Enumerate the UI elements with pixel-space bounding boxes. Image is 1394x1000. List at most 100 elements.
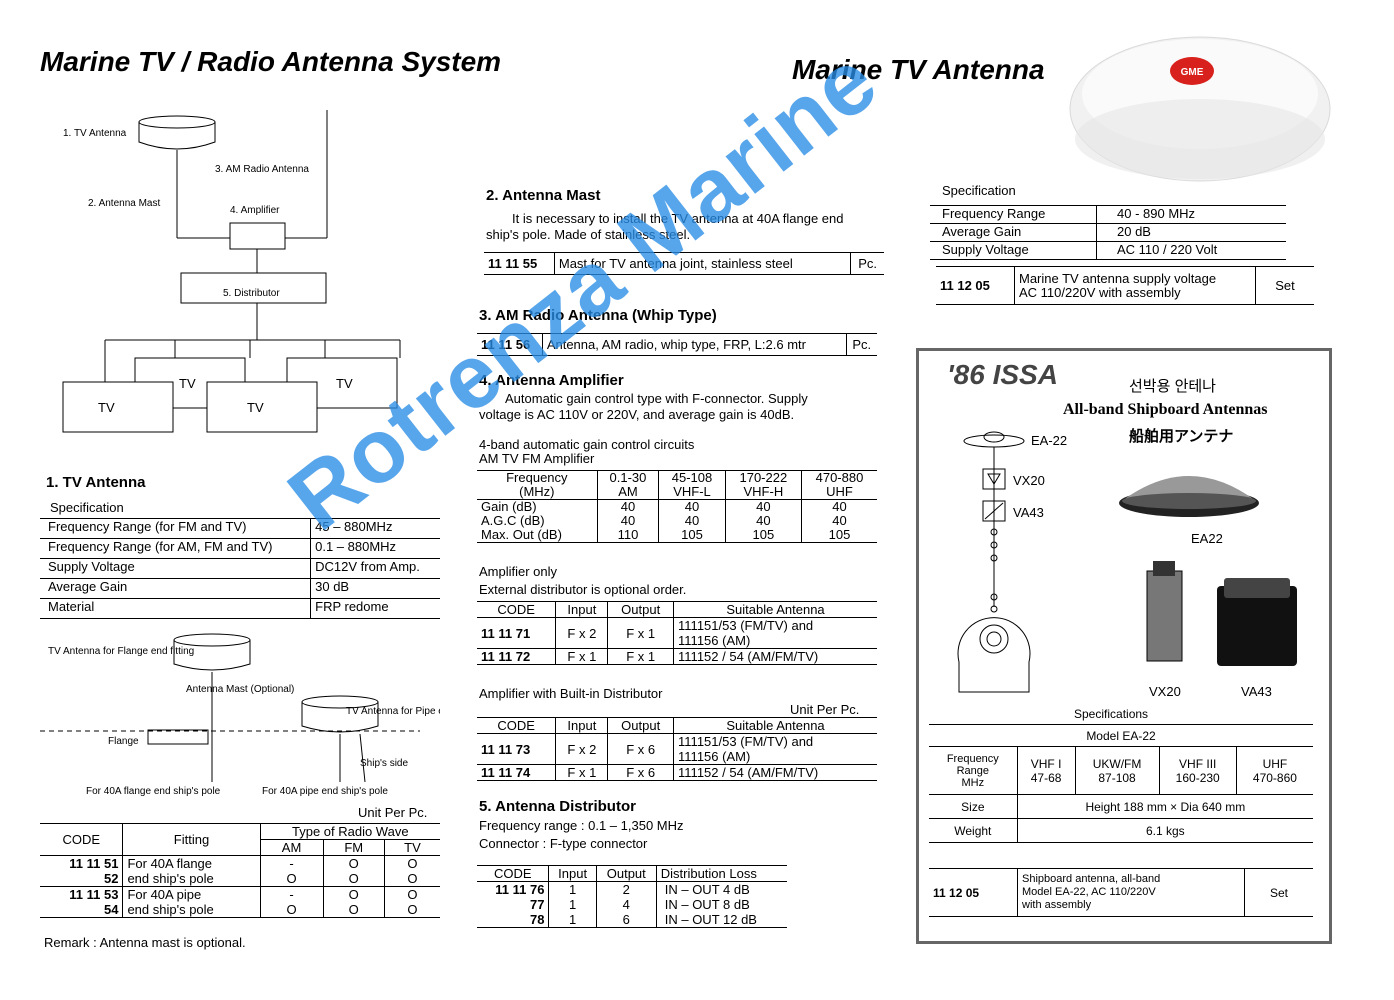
sec1-spec-label: Specification: [50, 500, 124, 515]
issa-va43-caption: VA43: [1241, 684, 1272, 699]
gain: 40: [684, 499, 700, 514]
antenna-line-1: 111151/53 (FM/TV) and: [678, 618, 814, 633]
amp-code: 11 11 72: [477, 648, 557, 665]
amp-input: F x 2: [555, 733, 609, 765]
sec3-unit: Pc.: [852, 337, 872, 352]
mark: O: [407, 887, 418, 902]
max-out: 105: [681, 527, 703, 542]
freq-h1b: (MHz): [519, 484, 555, 499]
sec3-code: 11 11 56: [477, 333, 543, 356]
issa-ea22-label: EA-22: [1031, 433, 1067, 448]
right-spec-label: Specification: [942, 183, 1016, 198]
freq-row-label: Gain (dB): [481, 499, 537, 514]
code-line-2: 52: [103, 871, 119, 886]
gain: 40: [832, 499, 847, 514]
right-code-table: 11 12 05 Marine TV antenna supply voltag…: [936, 266, 1314, 305]
fitting-line-1: For 40A flange: [127, 856, 213, 871]
issa-amp-images: [1146, 561, 1297, 666]
with-distributor: Amplifier with Built-in Distributor: [479, 686, 663, 701]
amp-code: 11 11 74: [477, 764, 557, 781]
freq-range: 470-880: [815, 470, 864, 485]
band-name: VHF I: [1030, 756, 1062, 771]
antenna-line-1: 111152 / 54 (AM/FM/TV): [678, 649, 819, 664]
sec2-unit: Pc.: [858, 256, 877, 271]
sec2-body-1: It is necessary to install the TV antenn…: [512, 211, 844, 226]
amp-th: CODE: [477, 601, 557, 618]
freq-h1: Frequency: [506, 470, 568, 485]
spec-key: Supply Voltage: [40, 558, 312, 579]
dist-th: Output: [596, 865, 657, 882]
fitting-line-2: end ship's pole: [127, 902, 214, 917]
amp-input: F x 2: [555, 617, 609, 649]
th-fitting: Fitting: [122, 823, 261, 856]
right-spec-value: AC 110 / 220 Volt: [1096, 241, 1286, 260]
antenna-line-2: 111156 (AM): [678, 633, 751, 648]
max-out: 105: [828, 527, 851, 542]
pipe-fitting-label: TV Antenna for Pipe end fitting: [346, 706, 440, 717]
spec-row: Frequency Range (for FM and TV)45 – 880M…: [40, 518, 440, 539]
th-am: AM: [260, 839, 324, 856]
row-am: -O: [260, 886, 324, 918]
right-spec-key: Average Gain: [930, 223, 1097, 242]
mark: O: [407, 856, 418, 871]
antenna-line-1: 111152 / 54 (AM/FM/TV): [678, 765, 819, 780]
sec2-body-2: ship's pole. Made of stainless steel.: [486, 227, 691, 242]
spec-value: 45 – 880MHz: [310, 518, 440, 539]
caption-pipe: For 40A pipe end ship's pole: [262, 786, 388, 797]
amp-th: Input: [555, 717, 609, 734]
label-am-radio: 3. AM Radio Antenna: [215, 164, 309, 175]
th-type: Type of Radio Wave: [260, 823, 440, 840]
spec-value: FRP redome: [310, 598, 440, 619]
amp-input: F x 1: [555, 648, 609, 665]
band-name: UHF: [1262, 756, 1288, 771]
band-name: UKW/FM: [1092, 756, 1142, 771]
flange-fitting-label: TV Antenna for Flange end fitting: [48, 646, 194, 657]
issa-ea22-caption: EA22: [1191, 531, 1223, 546]
fitting-line-2: end ship's pole: [127, 871, 214, 886]
sec5-freq: Frequency range : 0.1 – 1,350 MHz: [479, 818, 684, 833]
ship-side-label: Ship's side: [360, 758, 408, 769]
mark: O: [407, 871, 418, 886]
agc: 40: [684, 513, 700, 528]
tv-label: TV: [336, 376, 353, 391]
fitting-line-1: For 40A pipe: [127, 887, 202, 902]
issa-catalog-box: '86 ISSA 선박용 안테나 All-band Shipboard Ante…: [916, 348, 1332, 944]
sec4-body-1: Automatic gain control type with F-conne…: [505, 391, 808, 406]
amp-th: Output: [607, 717, 675, 734]
issa-size-label: Size: [929, 794, 1018, 819]
row-am: -O: [260, 855, 324, 887]
sec1-remark: Remark : Antenna mast is optional.: [44, 935, 246, 950]
issa-specs: Specifications: [1074, 707, 1149, 721]
freq-row-label: A.G.C (dB): [481, 513, 545, 528]
issa-vx20-label: VX20: [1013, 473, 1045, 488]
amp-output: F x 1: [607, 648, 675, 665]
sec1-code-table: CODE Fitting Type of Radio Wave AM FM TV…: [40, 823, 440, 918]
mark: O: [286, 902, 297, 917]
issa-size-value: Height 188 mm × Dia 640 mm: [1017, 794, 1313, 819]
sec4-sub-2: AM TV FM Amplifier: [479, 451, 595, 466]
band-range: 160-230: [1175, 770, 1220, 785]
issa-weight-value: 6.1 kgs: [1017, 818, 1313, 843]
